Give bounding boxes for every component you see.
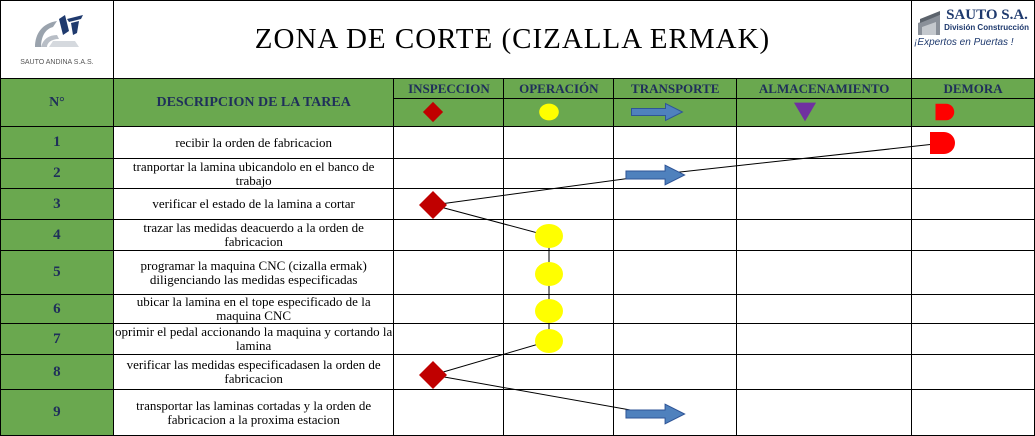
row-number: 5: [0, 250, 114, 295]
header-inspection: INSPECCION: [393, 78, 505, 99]
left-logo: SAUTO ANDINA S.A.S.: [0, 0, 114, 79]
header-transport: TRANSPORTE: [613, 78, 738, 99]
sauto-andina-logo-icon: [34, 15, 83, 47]
right-logo: SAUTO S.A. División Construcción ¡Expert…: [911, 0, 1035, 79]
right-logo-slogan: ¡Expertos en Puertas !: [914, 37, 1014, 48]
row-number: 7: [0, 323, 114, 355]
task-description: tranportar la lamina ubicandolo en el ba…: [112, 158, 395, 189]
row-number: 6: [0, 294, 114, 324]
page-title: ZONA DE CORTE (CIZALLA ERMAK): [112, 0, 913, 79]
task-description: verificar las medidas especificadasen la…: [112, 354, 395, 390]
right-logo-division: División Construcción: [944, 23, 1029, 32]
header-delay: DEMORA: [911, 78, 1035, 99]
task-description: oprimir el pedal accionando la maquina y…: [112, 323, 395, 355]
row-number: 4: [0, 219, 114, 251]
sauto-logo-icon: [918, 11, 941, 35]
header-inspection-symbol-cell: [393, 98, 505, 127]
header-transport-symbol-cell: [613, 98, 738, 127]
header-delay-symbol-cell: [911, 98, 1035, 127]
task-description: verificar el estado de la lamina a corta…: [112, 188, 395, 220]
row-number: 2: [0, 158, 114, 189]
left-logo-caption: SAUTO ANDINA S.A.S.: [20, 59, 94, 66]
task-description: ubicar la lamina en el tope especificado…: [112, 294, 395, 324]
task-description: transportar las laminas cortadas y la or…: [112, 389, 395, 436]
task-description: trazar las medidas deacuerdo a la orden …: [112, 219, 395, 251]
header-number: N°: [0, 78, 114, 127]
header-storage-symbol-cell: [736, 98, 913, 127]
right-logo-name: SAUTO S.A.: [946, 7, 1028, 23]
header-operation: OPERACIÓN: [503, 78, 615, 99]
header-operation-symbol-cell: [503, 98, 615, 127]
header-description: DESCRIPCION DE LA TAREA: [112, 78, 395, 127]
task-description: programar la maquina CNC (cizalla ermak)…: [112, 250, 395, 295]
row-number: 1: [0, 126, 114, 159]
row-number: 9: [0, 389, 114, 436]
header-storage: ALMACENAMIENTO: [736, 78, 913, 99]
row-number: 3: [0, 188, 114, 220]
row-number: 8: [0, 354, 114, 390]
task-description: recibir la orden de fabricacion: [112, 126, 395, 159]
